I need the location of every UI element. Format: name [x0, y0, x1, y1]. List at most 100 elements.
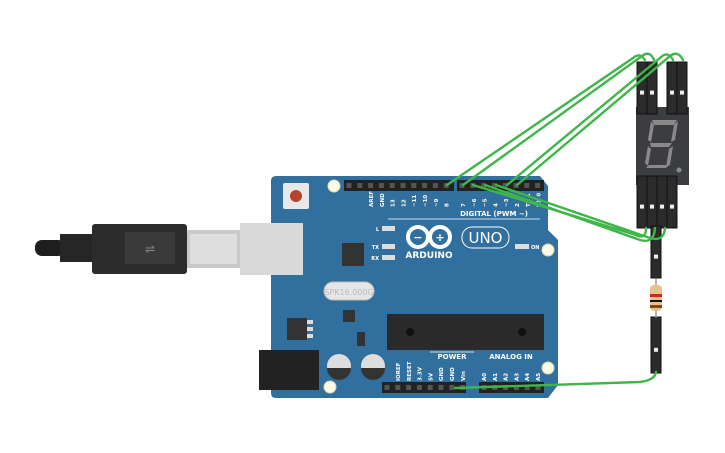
analog-label: ANALOG IN	[489, 353, 533, 361]
pin-label: 4	[493, 203, 499, 207]
capacitor	[327, 354, 351, 380]
tx-led	[382, 244, 395, 249]
power-header[interactable]	[382, 382, 466, 393]
pin-hole[interactable]	[400, 183, 406, 188]
jumper-connector[interactable]	[650, 316, 662, 374]
led-tx-label: TX	[372, 245, 379, 251]
seven-segment-display[interactable]	[636, 107, 689, 185]
wire[interactable]	[483, 183, 657, 242]
connector-contact	[650, 204, 654, 209]
pin-label: A2	[504, 373, 510, 381]
wire[interactable]	[453, 370, 658, 390]
connector-contact	[660, 204, 664, 209]
pin-hole[interactable]	[378, 183, 384, 188]
led-rx-label: RX	[371, 256, 379, 262]
pin-hole[interactable]	[406, 385, 412, 390]
wire[interactable]	[505, 53, 675, 187]
analog-header[interactable]	[479, 382, 544, 393]
usb-jack	[240, 223, 303, 275]
voltage-regulator	[287, 318, 307, 340]
pin-hole[interactable]	[432, 183, 438, 188]
l-led	[382, 226, 395, 231]
pin-hole[interactable]	[438, 385, 444, 390]
wire[interactable]	[494, 183, 667, 241]
pin-hole[interactable]	[502, 183, 508, 188]
pin-label: RESET	[407, 361, 413, 381]
pin-hole[interactable]	[481, 183, 487, 188]
pin-hole[interactable]	[411, 183, 417, 188]
pin-label: 7	[461, 203, 467, 207]
pin-hole[interactable]	[513, 385, 519, 390]
pin-label: A1	[493, 373, 499, 381]
pin-hole[interactable]	[368, 183, 374, 188]
pin-hole[interactable]	[346, 183, 352, 188]
digital-label: DIGITAL (PWM ~)	[460, 210, 528, 218]
mounting-hole	[541, 243, 555, 257]
pin-label: A0	[482, 373, 488, 381]
pin-hole[interactable]	[389, 183, 395, 188]
on-label: ON	[531, 245, 539, 251]
mounting-hole	[327, 179, 341, 193]
pin-label: ~11	[412, 195, 418, 207]
pin-label: ~6	[472, 198, 478, 207]
jumper-connector[interactable]	[666, 175, 678, 229]
pin-hole[interactable]	[535, 385, 541, 390]
usb-symbol-icon: ⇌	[145, 242, 155, 256]
svg-text:+: +	[435, 231, 444, 244]
pin-label: GND	[450, 367, 456, 381]
pin-hole[interactable]	[524, 183, 530, 188]
resistor-band	[650, 305, 662, 308]
resistor[interactable]	[650, 278, 662, 318]
pin-hole[interactable]	[535, 183, 541, 188]
wire[interactable]	[461, 52, 656, 187]
resistor-band	[650, 294, 662, 297]
usb-cable[interactable]: ⇌	[35, 224, 240, 274]
jumper-connector[interactable]	[636, 175, 648, 229]
led-l-label: L	[376, 227, 380, 233]
jumper-connector[interactable]	[676, 61, 688, 115]
pin-label: GND	[380, 193, 386, 207]
connector-contact	[650, 90, 654, 95]
pin-hole[interactable]	[524, 385, 530, 390]
pin-hole[interactable]	[384, 385, 390, 390]
connector-contact	[654, 254, 658, 259]
pin-label: 8	[445, 203, 451, 207]
wires[interactable]	[445, 52, 685, 390]
arduino-uno-board[interactable]: SPK16.000G − + ARDUINO UNO DIGITAL (PWM …	[240, 176, 558, 398]
connector-contact	[670, 90, 674, 95]
svg-text:−: −	[413, 231, 422, 244]
pin-hole[interactable]	[491, 183, 497, 188]
usb-chip	[342, 243, 364, 266]
jumper-connector[interactable]	[656, 175, 668, 229]
connector-contact	[680, 90, 684, 95]
resistor-band	[650, 300, 662, 302]
model-badge	[461, 226, 510, 249]
connector-contact	[670, 204, 674, 209]
wire[interactable]	[515, 52, 685, 187]
pin-hole[interactable]	[422, 183, 428, 188]
mounting-hole	[323, 380, 337, 394]
pin-label: A3	[514, 373, 520, 381]
pin-label: AREF	[369, 191, 375, 207]
jumper-connector[interactable]	[666, 61, 678, 115]
pin-label: ~5	[483, 198, 489, 207]
pin-label: A4	[525, 373, 531, 381]
connector-contact	[654, 347, 658, 352]
jumper-connector[interactable]	[646, 61, 658, 115]
pin-label: 5V	[428, 372, 434, 381]
arduino-logo-icon: − +	[406, 225, 452, 249]
pin-hole[interactable]	[449, 385, 455, 390]
pin-hole[interactable]	[416, 385, 422, 390]
pin-label: A5	[536, 373, 542, 381]
wire[interactable]	[445, 54, 647, 187]
pin-label: ~3	[504, 198, 510, 207]
pin-hole[interactable]	[357, 183, 363, 188]
jumper-connector[interactable]	[650, 225, 662, 279]
pin-hole[interactable]	[395, 385, 401, 390]
digital-header-left[interactable]	[344, 180, 454, 191]
pin-label: ~10	[423, 195, 429, 207]
crystal-label: SPK16.000G	[324, 288, 373, 297]
jumper-connector[interactable]	[646, 175, 658, 229]
pin-hole[interactable]	[427, 385, 433, 390]
